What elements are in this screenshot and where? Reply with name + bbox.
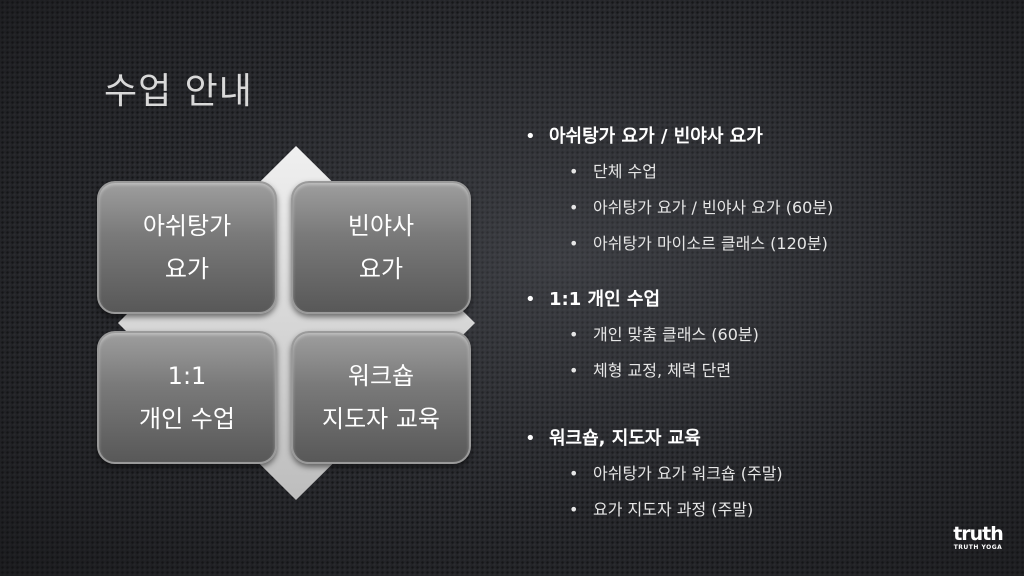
section-workshop: 워크숍, 지도자 교육 아쉬탕가 요가 워크숍 (주말) 요가 지도자 과정 (… <box>521 422 783 528</box>
logo-subtitle: TRUTH YOGA <box>953 544 1003 551</box>
logo-mark: truth <box>953 523 1004 545</box>
quadrant-workshop-line2: 지도자 교육 <box>321 404 441 433</box>
section-item: 아쉬탕가 요가 워크숍 (주말) <box>521 456 783 492</box>
quadrant-vinyasa-line2: 요가 <box>358 254 404 283</box>
quadrant-private-line1: 1:1 <box>167 361 207 390</box>
section-private-class: 1:1 개인 수업 개인 맞춤 클래스 (60분) 체형 교정, 체력 단련 <box>521 283 759 389</box>
truth-yoga-logo: truth TRUTH YOGA <box>950 524 1006 564</box>
slide-title: 수업 안내 <box>104 71 253 112</box>
section-item: 체형 교정, 체력 단련 <box>521 353 759 389</box>
section-heading: 워크숍, 지도자 교육 <box>521 422 783 456</box>
quadrant-private-line2: 개인 수업 <box>139 404 235 433</box>
quadrant-private: 1:1 개인 수업 <box>97 331 277 464</box>
section-heading: 아쉬탕가 요가 / 빈야사 요가 <box>521 120 833 154</box>
section-group-class: 아쉬탕가 요가 / 빈야사 요가 단체 수업 아쉬탕가 요가 / 빈야사 요가 … <box>521 120 833 262</box>
quadrant-vinyasa-line1: 빈야사 <box>347 211 415 240</box>
quadrant-ashtanga-line2: 요가 <box>164 254 210 283</box>
section-item: 아쉬탕가 요가 / 빈야사 요가 (60분) <box>521 190 833 226</box>
section-heading: 1:1 개인 수업 <box>521 283 759 317</box>
section-item: 개인 맞춤 클래스 (60분) <box>521 317 759 353</box>
section-item: 아쉬탕가 마이소르 클래스 (120분) <box>521 226 833 262</box>
quadrant-ashtanga-line1: 아쉬탕가 <box>142 211 232 240</box>
section-item: 요가 지도자 과정 (주말) <box>521 492 783 528</box>
section-item: 단체 수업 <box>521 154 833 190</box>
quadrant-workshop-line1: 워크숍 <box>347 361 415 390</box>
